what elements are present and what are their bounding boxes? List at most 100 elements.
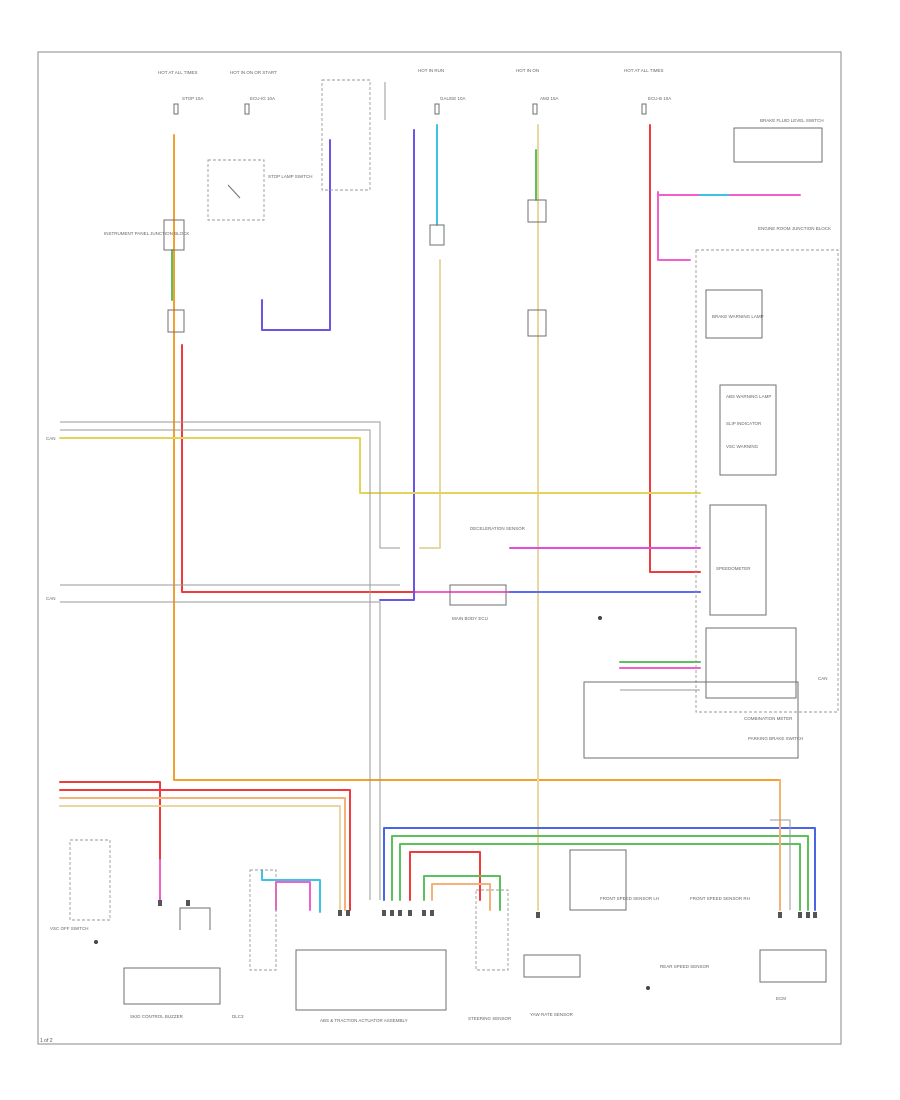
ecm-label: ECM — [776, 996, 786, 1001]
am2-connector — [527, 199, 547, 223]
bottom-components: VSC OFF SWITCH SKID CONTROL BUZZER DLC3 … — [50, 839, 827, 1023]
wire-violet — [261, 139, 331, 331]
ground-node — [646, 986, 650, 990]
skid-control-buzzer — [123, 967, 221, 1005]
steering-sensor-label: STEERING SENSOR — [468, 1016, 512, 1021]
rear-speed-sensor — [569, 849, 627, 911]
main-body-ecu-label: MAIN BODY ECU — [452, 616, 488, 621]
dlc3 — [249, 869, 277, 971]
parking-brake-switch-label: PARKING BRAKE SWITCH — [748, 736, 803, 741]
power-source-4: HOT IN ON — [516, 68, 539, 73]
wire-red-bottom — [59, 781, 161, 881]
front-speed-sensor-lh-label: FRONT SPEED SENSOR LH — [600, 896, 659, 901]
brake-warning-lamp — [705, 289, 763, 339]
abs-actuator — [295, 949, 447, 1011]
power-source-3: HOT IN RUN — [418, 68, 444, 73]
decel-sensor-label: DECELERATION SENSOR — [470, 526, 526, 531]
front-speed-sensor-rh-label: FRONT SPEED SENSOR RH — [690, 896, 750, 901]
connector-pin — [398, 910, 402, 916]
fuse-label-3: GAUGE 10A — [440, 96, 466, 101]
connector-pin — [408, 910, 412, 916]
abs-warning-lamp — [719, 384, 777, 476]
fuse-symbol — [173, 103, 179, 115]
brake-fluid-level-switch — [733, 127, 823, 163]
fuse-symbol — [434, 103, 440, 115]
meter-cpu — [709, 504, 767, 616]
wire-gray-long — [60, 601, 381, 900]
diagram-frame — [37, 51, 842, 1045]
connector-pin — [390, 910, 394, 916]
combination-meter-label: COMBINATION METER — [744, 716, 793, 721]
wire-red-bottom2 — [59, 789, 351, 911]
yaw-rate-sensor — [523, 954, 581, 978]
stop-lamp-switch — [207, 159, 265, 221]
gauge-connector — [429, 224, 445, 246]
abs-warning-lamp-label: ABS WARNING LAMP — [726, 394, 771, 399]
wire-green-inner — [423, 875, 501, 911]
connector-pin — [806, 912, 810, 918]
wire-peach-inner — [431, 883, 491, 911]
speedometer-label: SPEEDOMETER — [716, 566, 751, 571]
switch-contact — [227, 184, 241, 199]
wire-green-bundle — [391, 835, 809, 911]
wire-yellow-can — [59, 437, 701, 494]
yaw-rate-sensor-label: YAW RATE SENSOR — [530, 1012, 574, 1017]
fuse-label-2: ECU-IG 10A — [250, 96, 275, 101]
wire-tan-bottom — [59, 805, 341, 911]
connector-pin — [158, 900, 162, 906]
fuse-symbol — [641, 103, 647, 115]
vsc-off-switch-label: VSC OFF SWITCH — [50, 926, 89, 931]
connector-pin — [778, 912, 782, 918]
wire-peach-bottom — [59, 797, 346, 911]
connector-pin — [186, 900, 190, 906]
bottom-connectors — [158, 900, 817, 918]
power-source-5: HOT AT ALL TIMES — [624, 68, 664, 73]
page-number: 1 of 2 — [40, 1038, 53, 1044]
connector-pin — [382, 910, 386, 916]
wire-violet-long — [379, 129, 415, 601]
connector-pin — [422, 910, 426, 916]
relay-box — [321, 79, 371, 191]
wire-lightblue-lower — [261, 869, 321, 913]
wire-tan — [419, 259, 441, 549]
wire-gray-ecm — [770, 819, 791, 910]
parking-brake-switch-loop — [583, 681, 799, 759]
wire-red-pink — [181, 344, 417, 593]
junction-block-left-label: INSTRUMENT PANEL JUNCTION BLOCK — [104, 231, 189, 236]
ecm — [759, 949, 827, 983]
steering-sensor — [475, 889, 509, 971]
can-note-1: CAN — [818, 676, 828, 681]
rear-speed-sensor-label: REAR SPEED SENSOR — [660, 964, 710, 969]
wire-orange — [173, 134, 781, 901]
brake-warning-lamp-label: BRAKE WARNING LAMP — [712, 314, 764, 319]
power-source-2: HOT IN ON OR START — [230, 70, 277, 75]
junction-block-left — [163, 219, 185, 251]
wire-gray-can — [60, 421, 400, 549]
wire-gray-can2 — [60, 429, 371, 900]
wire-red-ecub — [649, 124, 701, 573]
connector-pin — [430, 910, 434, 916]
buzzer-symbol — [179, 907, 211, 930]
power-sources: HOT AT ALL TIMES HOT IN ON OR START HOT … — [158, 68, 664, 75]
fuse-symbol — [244, 103, 250, 115]
can-note-3: CAN — [46, 596, 56, 601]
fuse-label-5: ECU-B 10A — [648, 96, 671, 101]
wire-green-bundle2 — [399, 843, 801, 911]
connector-pin — [346, 910, 350, 916]
ground-node — [94, 940, 98, 944]
power-source-1: HOT AT ALL TIMES — [158, 70, 198, 75]
engine-room-jb-label: ENGINE ROOM JUNCTION BLOCK — [758, 226, 831, 231]
combination-meter — [695, 249, 839, 713]
fuse-label-1: STOP 10A — [182, 96, 203, 101]
fuse-symbol — [532, 103, 538, 115]
connector-pin — [338, 910, 342, 916]
vsc-warning-label: VSC WARNING — [726, 444, 759, 449]
wire-pink-ecub — [657, 191, 691, 261]
am2-connector-lower — [527, 309, 547, 337]
slip-indicator-label: SLIP INDICATOR — [726, 421, 762, 426]
skid-control-buzzer-label: SKID CONTROL BUZZER — [130, 1014, 184, 1019]
ground-node — [598, 616, 602, 620]
dlc3-label: DLC3 — [232, 1014, 244, 1019]
connector-pin — [813, 912, 817, 918]
wire-pink-left — [275, 881, 311, 911]
